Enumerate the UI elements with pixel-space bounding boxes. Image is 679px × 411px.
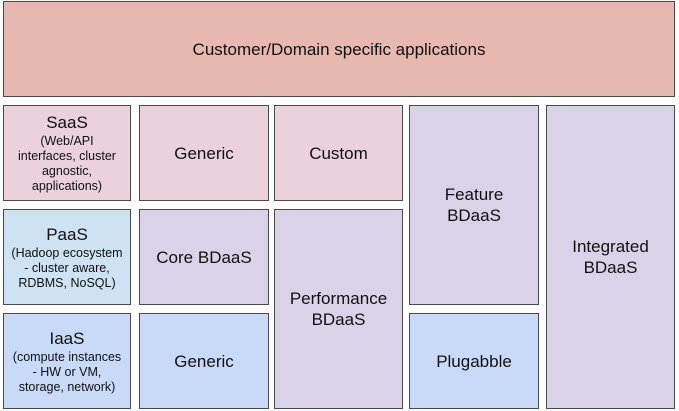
custom-box: Custom xyxy=(274,105,403,201)
performance-bdaas-label: Performance BDaaS xyxy=(289,289,388,329)
plugabble-label: Plugabble xyxy=(436,351,512,371)
customer-applications-box: Customer/Domain specific applications xyxy=(3,1,675,97)
paas-title: PaaS xyxy=(46,224,88,244)
core-bdaas-label: Core BDaaS xyxy=(156,247,252,267)
iaas-description: (compute instances - HW or VM, storage, … xyxy=(12,349,122,394)
generic-saas-box: Generic xyxy=(139,105,269,201)
integrated-bdaas-box: Integrated BDaaS xyxy=(546,105,675,409)
iaas-box: IaaS (compute instances - HW or VM, stor… xyxy=(3,313,131,409)
customer-applications-label: Customer/Domain specific applications xyxy=(192,39,486,59)
saas-title: SaaS xyxy=(46,113,88,132)
feature-bdaas-label: Feature BDaaS xyxy=(444,185,504,225)
generic-iaas-box: Generic xyxy=(139,313,269,409)
plugabble-box: Plugabble xyxy=(409,313,539,409)
feature-bdaas-box: Feature BDaaS xyxy=(409,105,539,305)
paas-box: PaaS (Hadoop ecosystem - cluster aware, … xyxy=(3,209,131,305)
generic-iaas-label: Generic xyxy=(174,351,234,371)
performance-bdaas-box: Performance BDaaS xyxy=(274,209,403,409)
integrated-bdaas-label: Integrated BDaaS xyxy=(572,237,649,277)
saas-description: (Web/API interfaces, cluster agnostic, a… xyxy=(18,134,116,193)
generic-saas-label: Generic xyxy=(174,143,234,163)
custom-label: Custom xyxy=(309,143,368,163)
iaas-title: IaaS xyxy=(49,328,85,348)
paas-description: (Hadoop ecosystem - cluster aware, RDBMS… xyxy=(11,245,123,290)
core-bdaas-box: Core BDaaS xyxy=(139,209,269,305)
saas-box: SaaS (Web/API interfaces, cluster agnost… xyxy=(3,105,131,201)
